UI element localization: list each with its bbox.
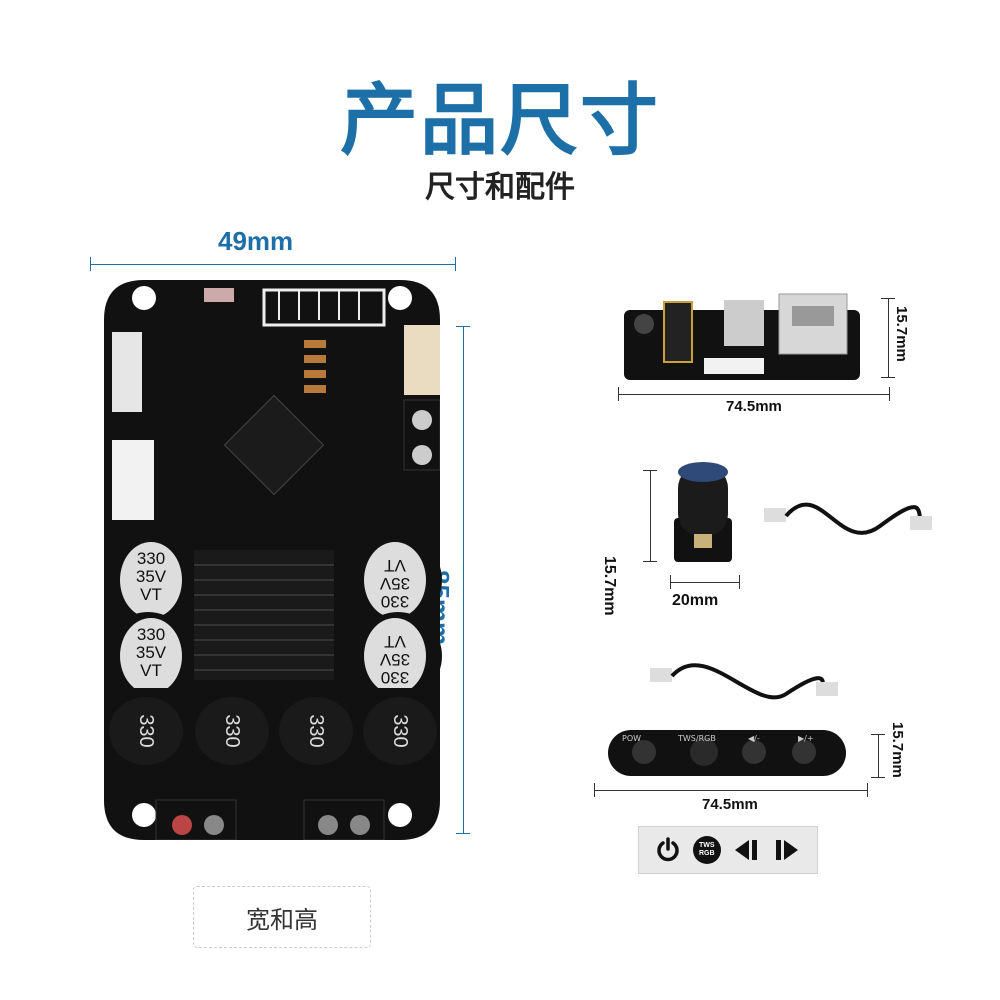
usb-width-tick-left bbox=[618, 387, 619, 401]
board-height-tick-bottom bbox=[456, 833, 470, 834]
button-board-height-line bbox=[878, 734, 879, 778]
cable-2-drawing bbox=[650, 663, 838, 700]
button-icon-panel: TWS RGB bbox=[638, 826, 818, 874]
cable-2 bbox=[646, 644, 846, 716]
board-caption: 宽和高 bbox=[193, 886, 371, 948]
usb-width-label: 74.5mm bbox=[726, 398, 782, 415]
button-board-drawing bbox=[608, 730, 846, 776]
button-label-next: ▶/+ bbox=[798, 734, 814, 743]
cable-1-drawing bbox=[764, 502, 932, 535]
knob-height-label: 15.7mm bbox=[601, 556, 618, 616]
knob-width-line bbox=[670, 582, 740, 583]
usb-height-line bbox=[888, 298, 889, 378]
main-pcb-drawing bbox=[104, 280, 441, 841]
button-board-height-label: 15.7mm bbox=[889, 722, 906, 778]
button-board-width-tick-left bbox=[594, 783, 595, 797]
usb-height-tick-bottom bbox=[881, 377, 895, 378]
button-board-height-tick-top bbox=[871, 734, 885, 735]
cable-1 bbox=[760, 486, 936, 552]
usb-board-drawing bbox=[624, 293, 860, 380]
next-icon bbox=[775, 840, 798, 860]
inductor-2: 330 bbox=[192, 688, 272, 774]
previous-icon bbox=[735, 840, 758, 860]
button-board-height-tick-bottom bbox=[871, 777, 885, 778]
usb-width-tick-right bbox=[889, 387, 890, 401]
knob-height-line bbox=[650, 470, 651, 562]
knob-width-label: 20mm bbox=[672, 592, 719, 609]
button-label-prev: ◀/- bbox=[748, 734, 760, 743]
button-board-width-line bbox=[594, 790, 868, 791]
knob-width-tick-right bbox=[739, 575, 740, 589]
usb-width-line bbox=[618, 394, 890, 395]
board-width-tick-right bbox=[455, 257, 456, 271]
knob-height-tick-top bbox=[643, 470, 657, 471]
button-board-width-label: 74.5mm bbox=[702, 796, 758, 813]
button-label-tws: TWS/RGB bbox=[678, 734, 716, 743]
inductor-3: 330 bbox=[276, 688, 356, 774]
board-width-label: 49mm bbox=[218, 226, 294, 256]
button-board-width-tick-right bbox=[867, 783, 868, 797]
usb-height-tick-top bbox=[881, 298, 895, 299]
board-width-tick-left bbox=[90, 257, 91, 271]
knob-board bbox=[668, 458, 738, 568]
power-icon bbox=[657, 837, 679, 862]
board-width-line bbox=[90, 264, 456, 265]
page-title: 产品尺寸 bbox=[339, 76, 660, 166]
knob-height-tick-bottom bbox=[643, 561, 657, 562]
page-subtitle: 尺寸和配件 bbox=[425, 170, 575, 205]
usb-height-label: 15.7mm bbox=[893, 306, 910, 362]
tws-rgb-icon: TWS RGB bbox=[692, 836, 721, 864]
inductor-1: 330 bbox=[106, 688, 186, 774]
usb-board bbox=[624, 292, 860, 380]
button-label-pow: POW bbox=[622, 734, 642, 743]
knob-drawing bbox=[674, 462, 732, 562]
board-height-tick-top bbox=[456, 326, 470, 327]
inductor-4: 330 bbox=[360, 688, 440, 774]
button-board: POW TWS/RGB ◀/- ▶/+ bbox=[608, 730, 846, 776]
knob-width-tick-left bbox=[670, 575, 671, 589]
board-height-line bbox=[463, 326, 464, 834]
